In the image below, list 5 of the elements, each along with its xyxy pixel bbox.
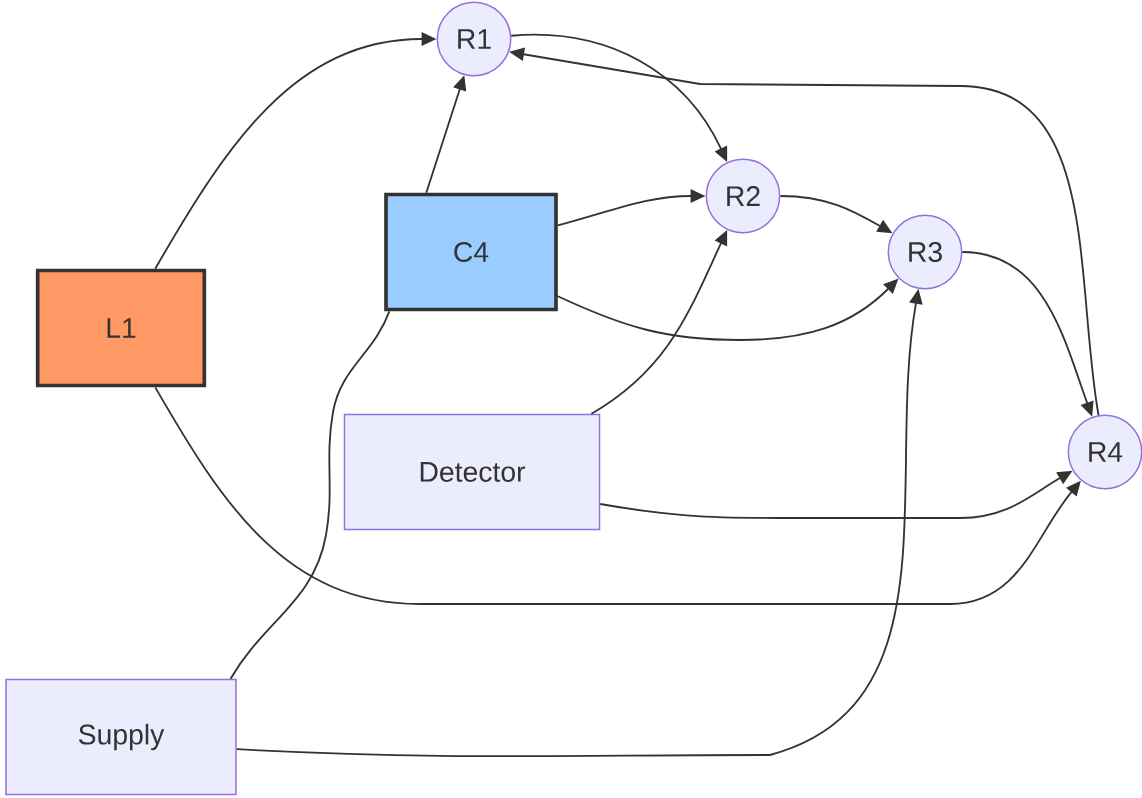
process-box: C4: [384, 192, 558, 312]
process-box: Supply: [5, 678, 237, 796]
process-box: Detector: [343, 413, 601, 531]
arrow: [154, 386, 1081, 605]
process-box: L1: [35, 268, 207, 388]
